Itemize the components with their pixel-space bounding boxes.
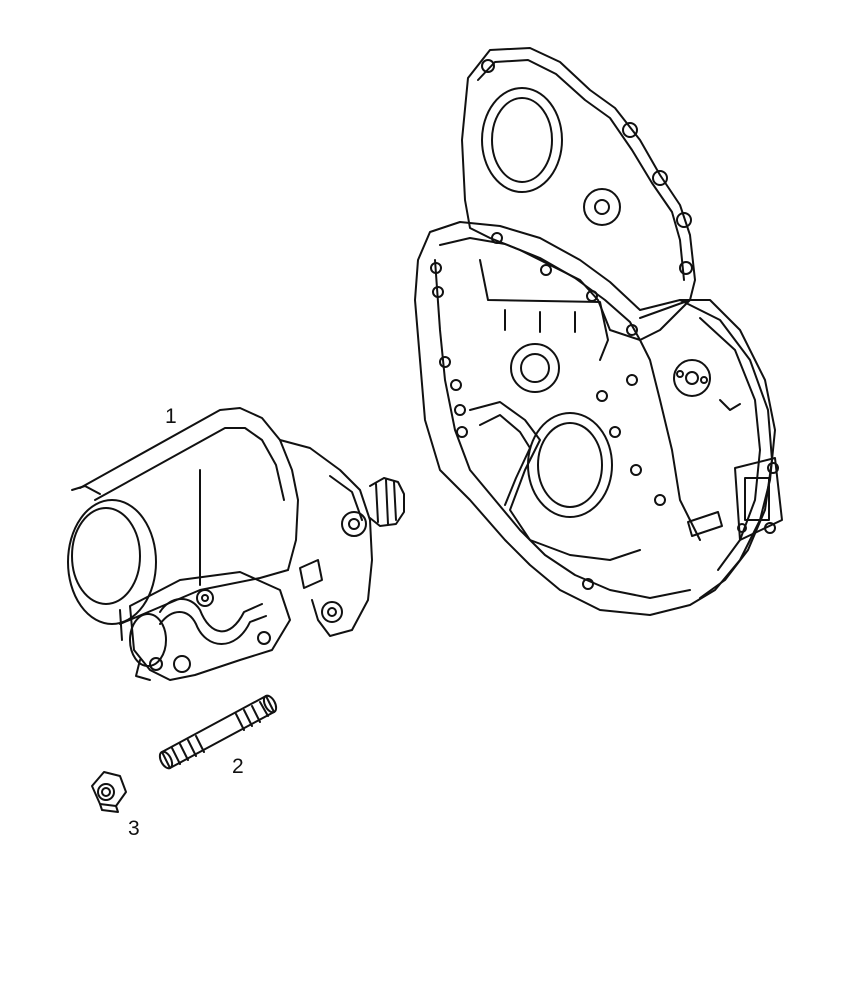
callout-label-part-1: 1 bbox=[165, 405, 177, 428]
callout-label-part-3: 3 bbox=[128, 817, 140, 840]
starter-motor-icon bbox=[68, 408, 404, 680]
hex-nut-icon bbox=[92, 772, 126, 812]
callout-label-part-2: 2 bbox=[232, 755, 244, 778]
stud-bolt-icon bbox=[157, 694, 278, 771]
timing-cover-housing-icon bbox=[415, 48, 782, 615]
